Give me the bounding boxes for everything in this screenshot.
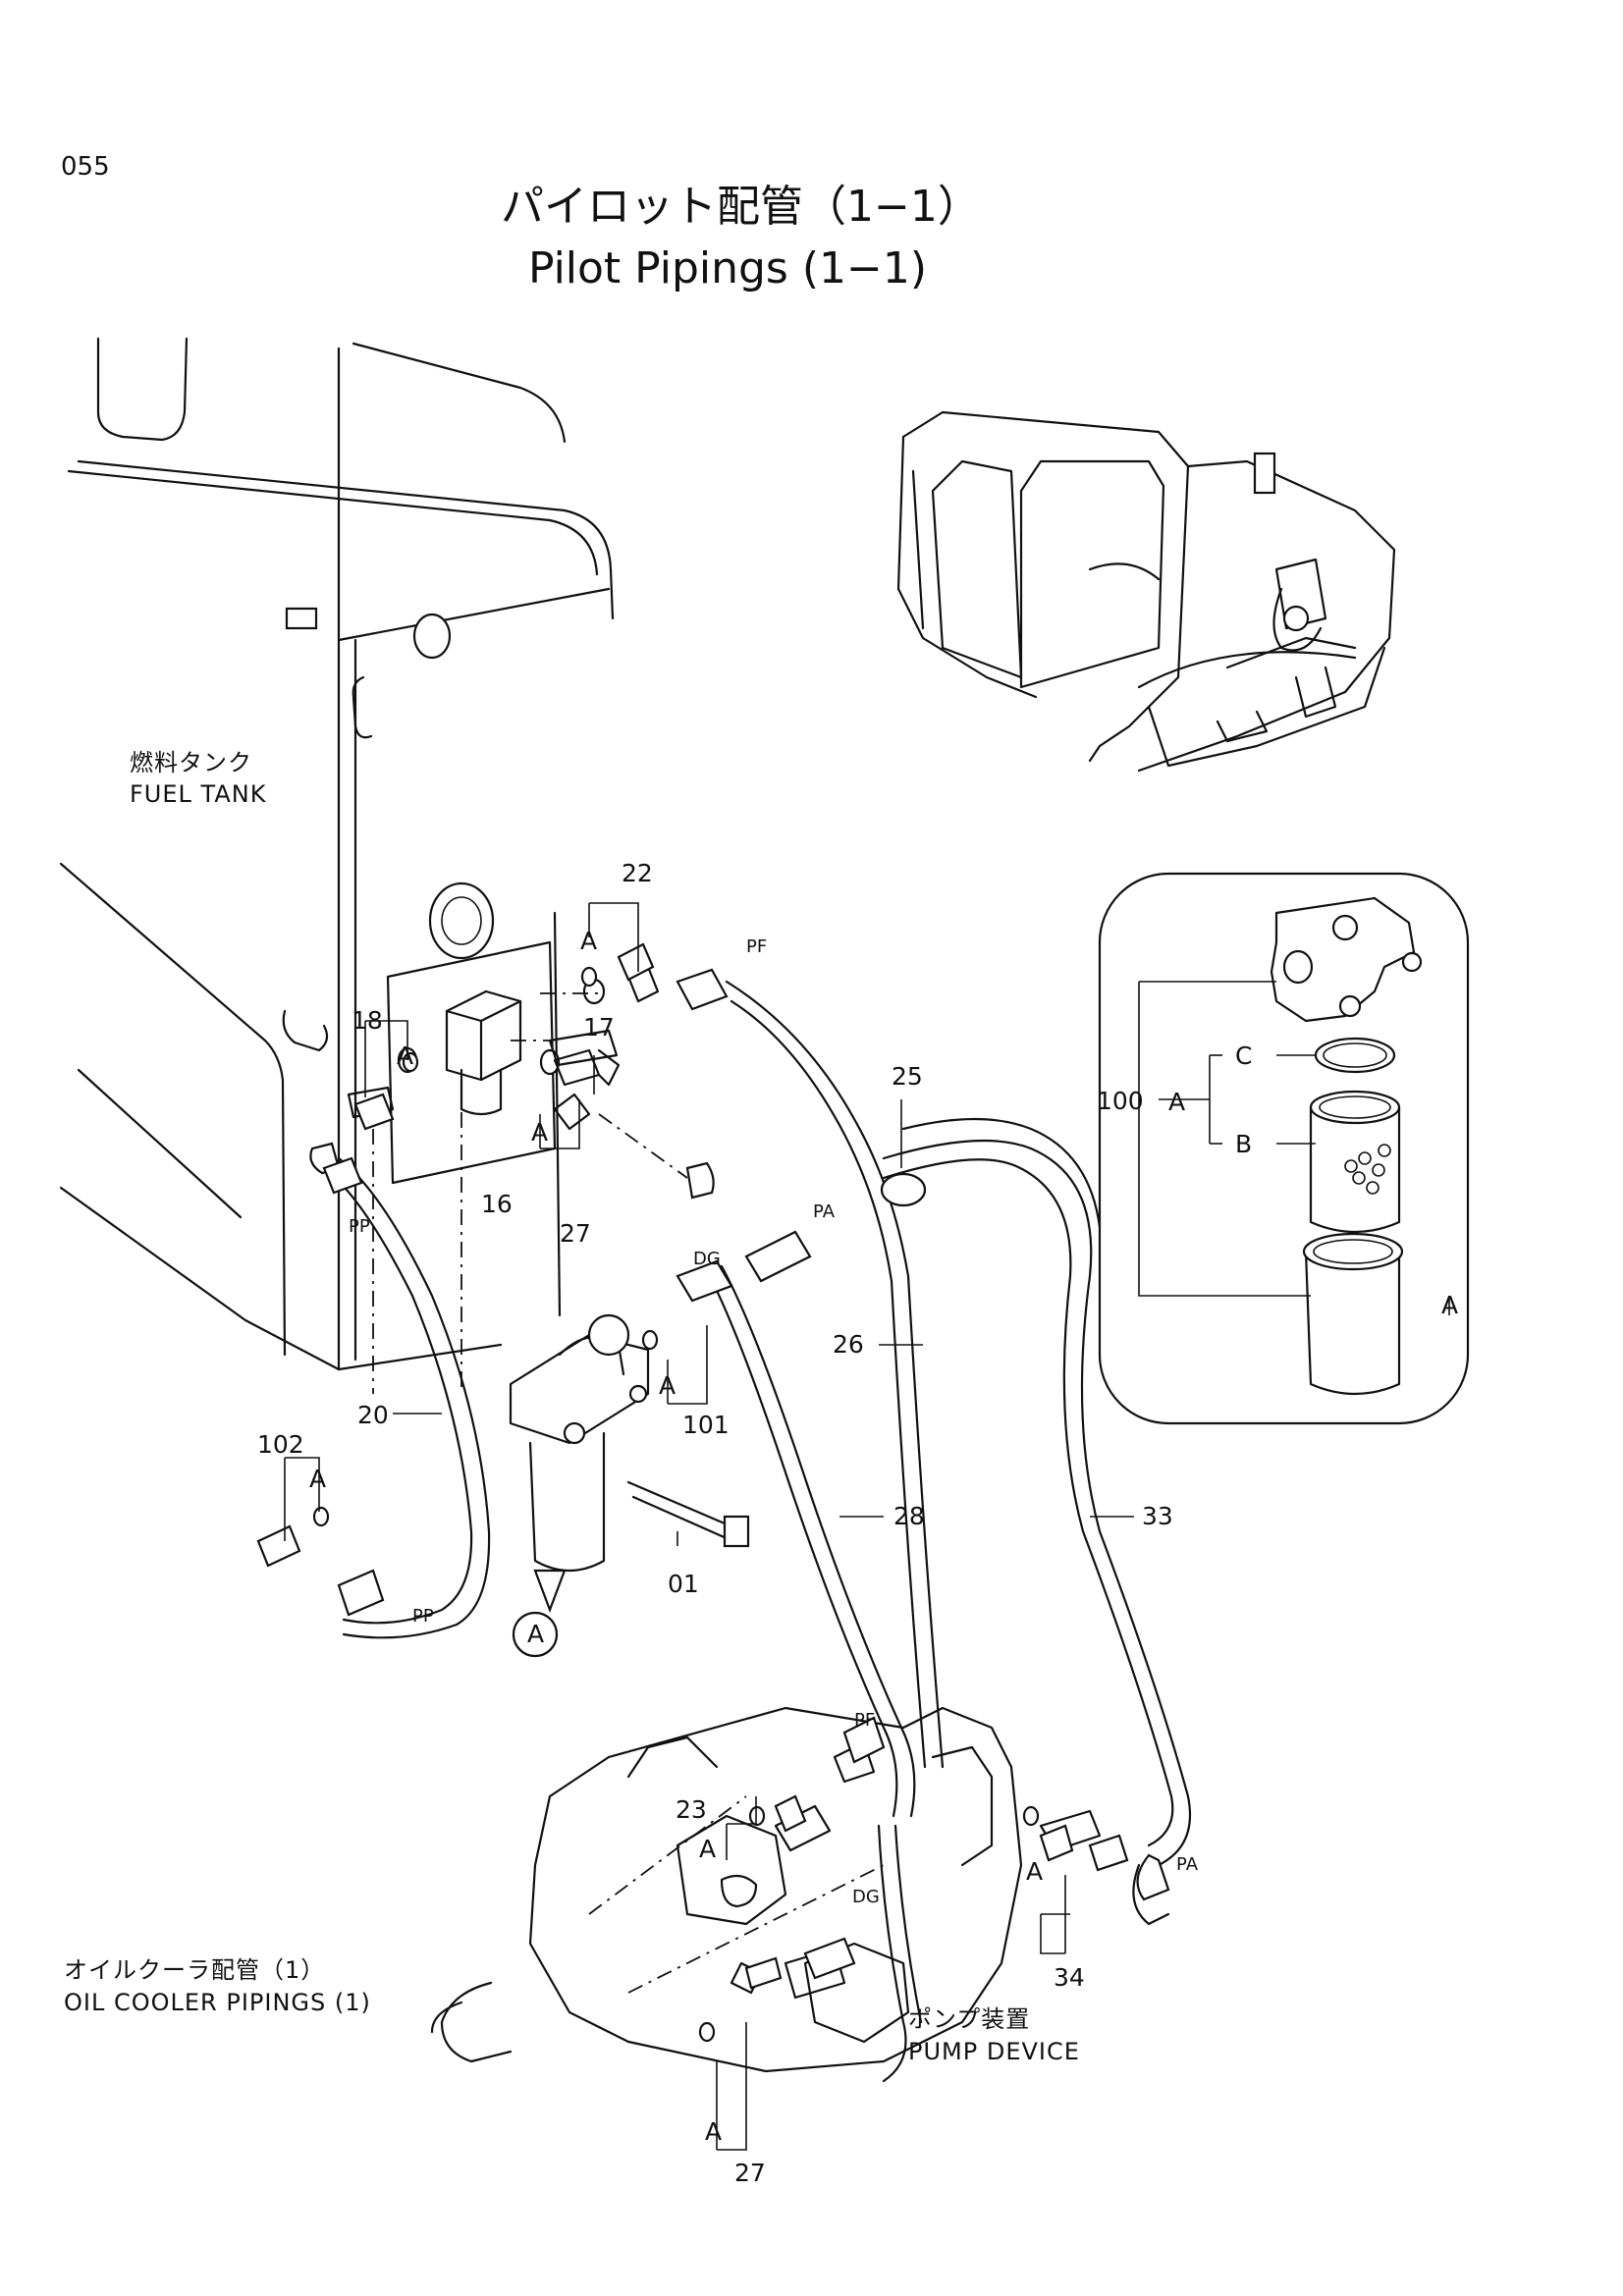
callout-16: 16 <box>481 1190 513 1218</box>
callout-100: 100 <box>1097 1087 1144 1115</box>
bolt-head <box>723 1515 750 1548</box>
fuel-tank-label-en: FUEL TANK <box>130 780 267 808</box>
callout-101: 101 <box>682 1411 730 1439</box>
hose-tag-pp-lower: PP <box>412 1606 434 1627</box>
letter-c: C <box>1235 1041 1252 1070</box>
hose-tag-dg-upper: DG <box>693 1249 721 1269</box>
callout-102: 102 <box>257 1430 304 1459</box>
hose-tag-dg-lower: DG <box>852 1887 880 1907</box>
callout-23: 23 <box>676 1795 707 1824</box>
callout-27-upper: 27 <box>560 1219 591 1248</box>
tank-tab <box>285 607 318 630</box>
callout-17: 17 <box>583 1013 615 1041</box>
fittings <box>256 942 1170 2043</box>
line-filter <box>509 1313 750 1658</box>
hoses <box>322 980 1192 2083</box>
hose-tag-pf-lower: PF <box>854 1710 875 1731</box>
letter-a-inset: A <box>1441 1291 1458 1319</box>
letter-a-18: A <box>397 1041 413 1070</box>
pump-device-label-jp: ポンプ装置 <box>908 2005 1030 2033</box>
callout-22: 22 <box>622 859 653 887</box>
callout-33: 33 <box>1142 1502 1173 1530</box>
callout-28: 28 <box>893 1502 925 1530</box>
letter-a-34: A <box>1026 1857 1043 1886</box>
letter-a-23: A <box>699 1835 716 1863</box>
excavator-overview <box>896 410 1396 773</box>
pump-device-label-en: PUMP DEVICE <box>908 2038 1080 2065</box>
letter-a-100: A <box>1168 1088 1185 1116</box>
tank-cap-small <box>412 613 452 660</box>
exhaust-pipe <box>1253 452 1276 495</box>
hose-tag-pa-lower: PA <box>1176 1854 1199 1875</box>
leader-lines <box>284 902 1188 2151</box>
fuel-tank-label-jp: 燃料タンク <box>130 749 252 776</box>
letter-a-102: A <box>309 1465 326 1493</box>
tank-port <box>428 881 495 960</box>
view-a-marker <box>512 1611 559 1658</box>
oil-cooler-label-en: OIL COOLER PIPINGS (1) <box>64 1989 371 2016</box>
letter-a-marker: A <box>527 1620 544 1648</box>
fuel-tank-drawing <box>59 337 615 1371</box>
letter-a-27: A <box>531 1118 548 1147</box>
hose-tag-pp-upper: PP <box>349 1216 370 1237</box>
callout-18: 18 <box>352 1006 383 1035</box>
letter-b: B <box>1235 1130 1252 1158</box>
letter-a-22: A <box>580 927 597 955</box>
hose-tag-pa-upper: PA <box>813 1201 836 1222</box>
page-number: 055 <box>61 152 110 182</box>
callout-25: 25 <box>892 1062 923 1091</box>
pump-device-drawing <box>430 1706 1170 2073</box>
title-english: Pilot Pipings (1−1) <box>528 243 927 294</box>
callout-20: 20 <box>357 1401 389 1429</box>
callout-27-lower: 27 <box>734 2159 766 2187</box>
title-japanese: パイロット配管（1−1） <box>501 182 981 232</box>
filter-detail-inset <box>1098 872 1470 1425</box>
callout-26: 26 <box>833 1330 864 1359</box>
callout-34: 34 <box>1054 1963 1085 1992</box>
letter-a-101: A <box>659 1371 676 1400</box>
letter-a-27-lower: A <box>705 2117 722 2146</box>
callout-01: 01 <box>668 1570 699 1598</box>
hose-tag-pf-upper: PF <box>746 936 767 957</box>
oil-cooler-label-jp: オイルクーラ配管（1） <box>64 1956 325 1984</box>
